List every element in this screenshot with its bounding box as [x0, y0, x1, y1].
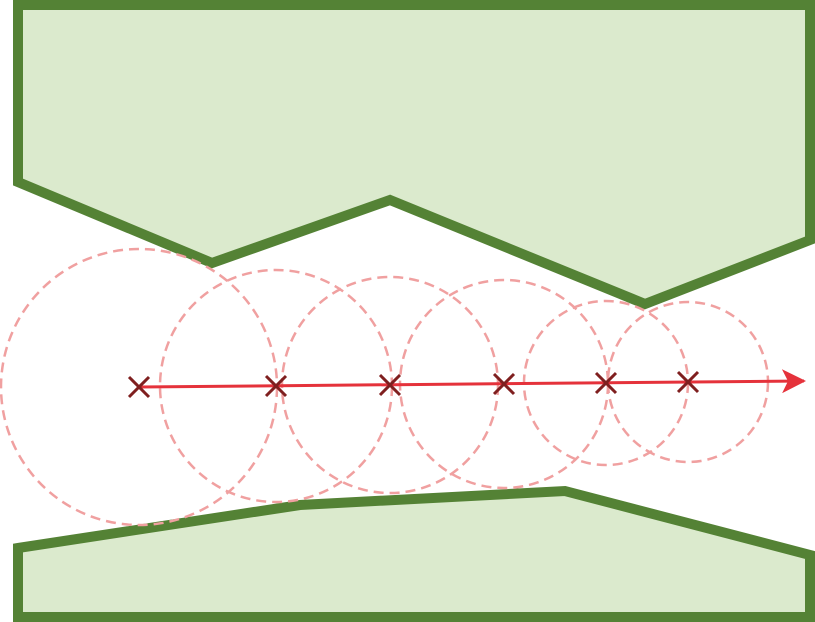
sample-point-marker-4 — [492, 372, 516, 396]
path-arrow — [138, 369, 806, 394]
sample-point-marker-1 — [127, 375, 151, 399]
sample-point-marker-2 — [264, 374, 288, 398]
sample-point-marker-3 — [378, 373, 402, 397]
upper-obstacle — [13, 0, 815, 310]
sample-point-marker-6 — [676, 370, 700, 394]
sample-point-marker-5 — [594, 371, 618, 395]
sample-point-markers — [127, 370, 700, 399]
lower-obstacle — [13, 485, 815, 622]
